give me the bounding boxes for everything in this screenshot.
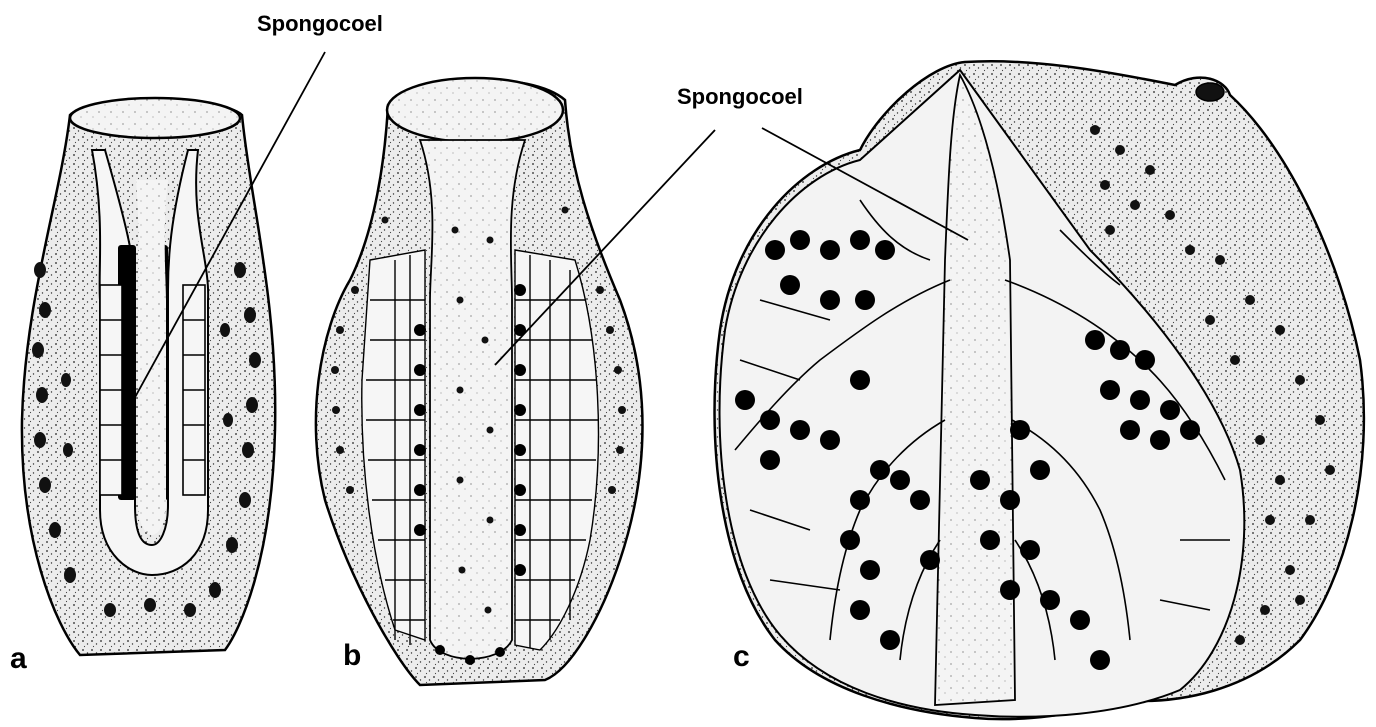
panel-label-a: a — [10, 642, 27, 675]
label-spongocoel-right: Spongocoel — [677, 84, 803, 109]
sponge-a-spongocoel — [136, 180, 168, 535]
sponge-a-asconoid — [22, 98, 275, 655]
panel-label-b: b — [343, 639, 361, 672]
label-spongocoel-top: Spongocoel — [257, 11, 383, 36]
sponge-c-osculum — [1196, 83, 1224, 101]
sponge-c-leuconoid — [715, 61, 1364, 719]
sponge-b-syconoid — [316, 78, 643, 685]
sponge-a-osculum — [70, 98, 240, 138]
sponge-b-osculum — [387, 78, 563, 142]
sponge-b-spongocoel — [420, 140, 525, 659]
panel-label-c: c — [733, 640, 750, 673]
